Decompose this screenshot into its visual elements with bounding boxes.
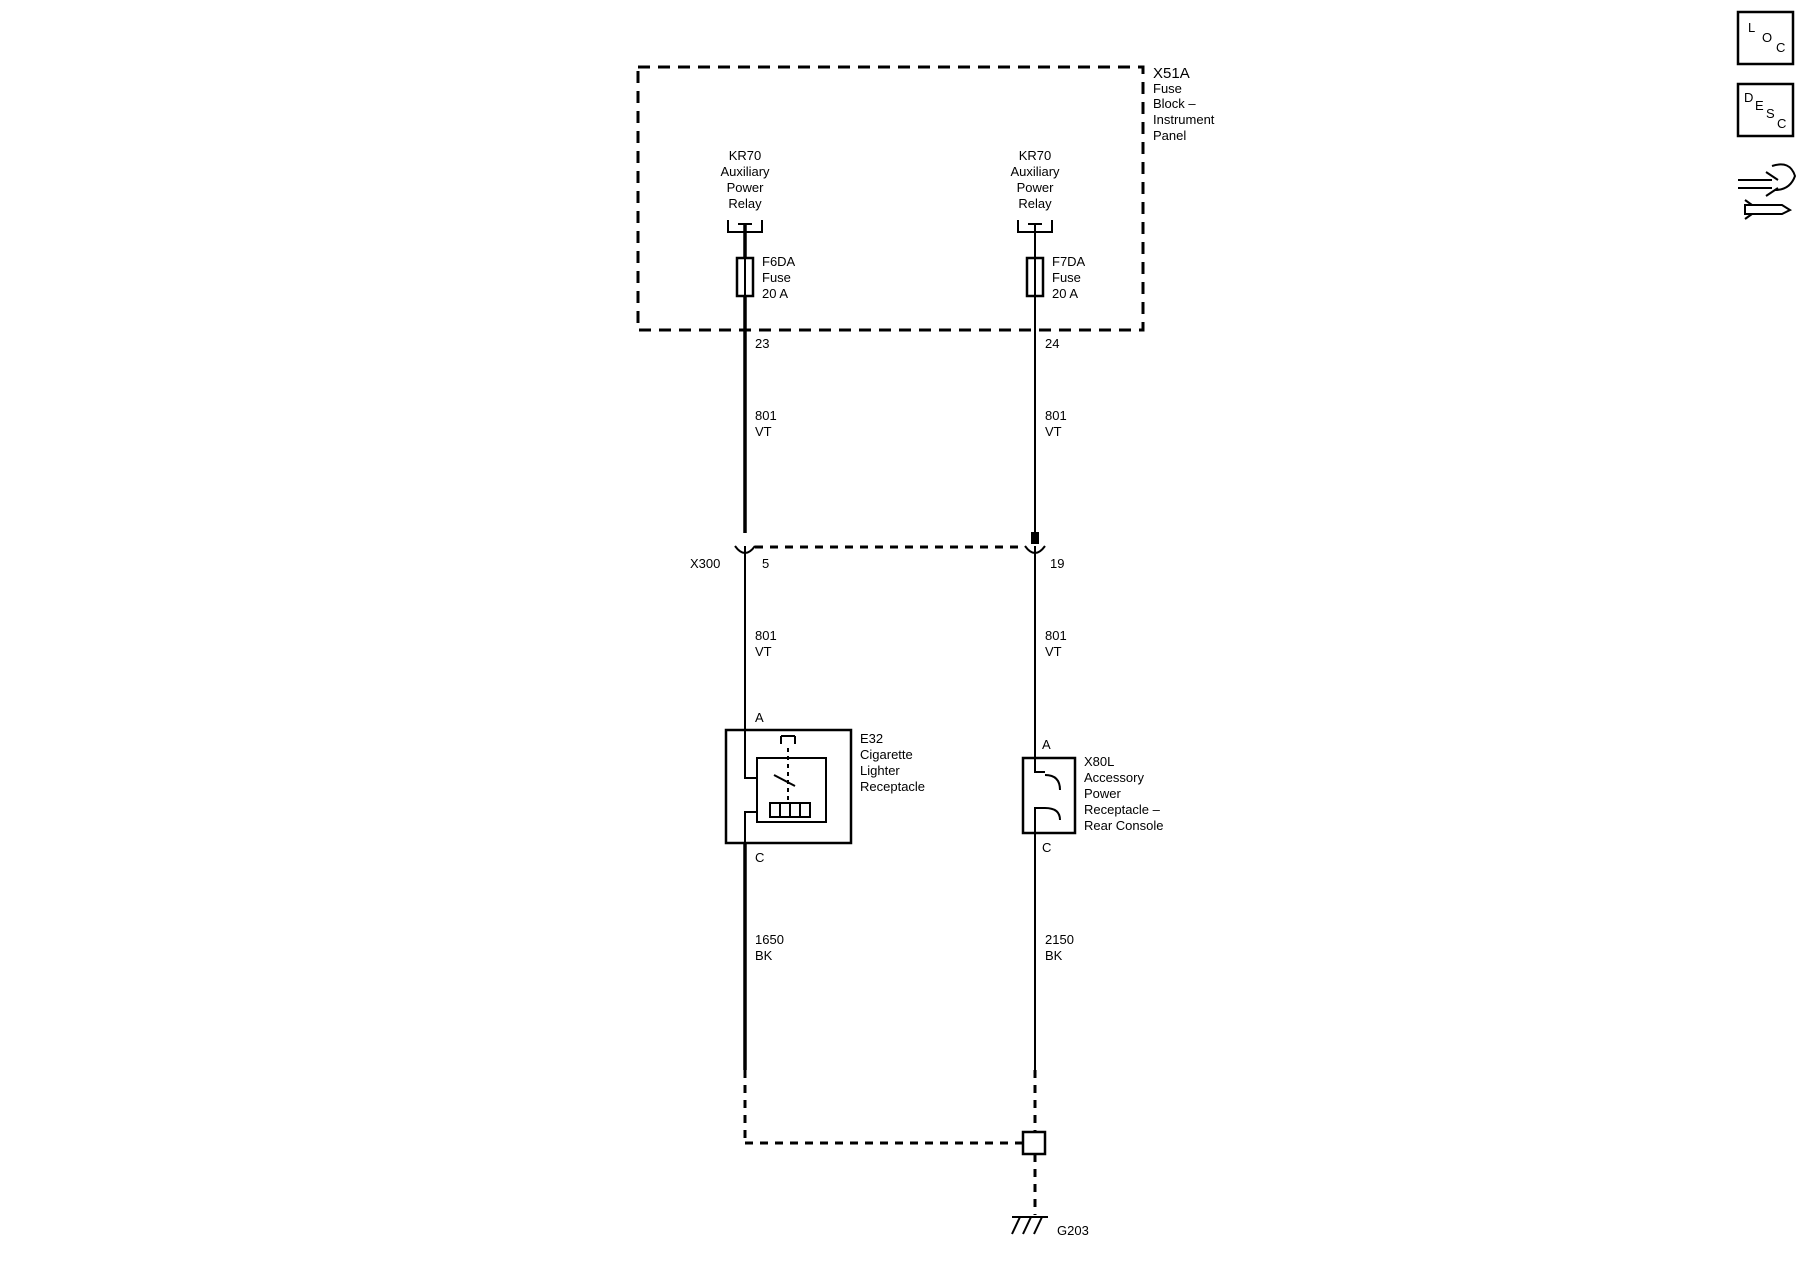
fuse-block-label: X51A Fuse Block – Instrument Panel <box>1153 65 1215 143</box>
left-relay-line3: Relay <box>728 196 762 211</box>
right-fuse-id: F7DA <box>1052 254 1086 269</box>
left-component-line2: Lighter <box>860 763 900 778</box>
left-relay-id: KR70 <box>729 148 762 163</box>
left-relay-label: KR70 Auxiliary Power Relay <box>720 148 770 211</box>
left-pin-c: C <box>755 850 764 865</box>
left-fuse-label: F6DA Fuse 20 A <box>762 254 796 301</box>
fuse-block-line4: Panel <box>1153 128 1186 143</box>
ground-splice-icon <box>1021 1130 1047 1156</box>
desc-letter-d: D <box>1744 90 1753 105</box>
loc-button[interactable]: L O C <box>1736 10 1795 66</box>
left-wire1-circuit: 801 <box>755 408 777 423</box>
left-wire2-color: VT <box>755 644 772 659</box>
ground-icon <box>1011 1216 1048 1235</box>
right-relay-id: KR70 <box>1019 148 1052 163</box>
left-wire1-color: VT <box>755 424 772 439</box>
right-wire1-color: VT <box>1045 424 1062 439</box>
loc-letter-c: C <box>1776 40 1785 55</box>
fuse-block-id: X51A <box>1153 65 1190 82</box>
right-wire3-color: BK <box>1045 948 1063 963</box>
right-component-label: X80L Accessory Power Receptacle – Rear C… <box>1084 754 1164 833</box>
left-wire3-color: BK <box>755 948 773 963</box>
fuse-block-line3: Instrument <box>1153 112 1215 127</box>
right-wire3-circuit: 2150 <box>1045 932 1074 947</box>
right-component-line4: Rear Console <box>1084 818 1164 833</box>
left-pin-a: A <box>755 710 764 725</box>
fuse-block-line2: Block – <box>1153 96 1196 111</box>
right-wire2-circuit: 801 <box>1045 628 1067 643</box>
left-relay-line2: Power <box>727 180 765 195</box>
right-pin-c: C <box>1042 840 1051 855</box>
right-relay-line3: Relay <box>1018 196 1052 211</box>
left-wire3-circuit: 1650 <box>755 932 784 947</box>
right-pin-a: A <box>1042 737 1051 752</box>
desc-letter-s: S <box>1766 106 1775 121</box>
right-fuse-rating: 20 A <box>1052 286 1078 301</box>
right-wire2-color: VT <box>1045 644 1062 659</box>
right-component-line1: Accessory <box>1084 770 1144 785</box>
desc-button[interactable]: D E S C <box>1736 82 1795 138</box>
right-relay-label: KR70 Auxiliary Power Relay <box>1010 148 1060 211</box>
left-fuse-id: F6DA <box>762 254 796 269</box>
cigarette-lighter-icon <box>724 728 853 845</box>
loc-letter-o: O <box>1762 30 1772 45</box>
left-component-label: E32 Cigarette Lighter Receptacle <box>860 731 925 794</box>
right-connector-terminal-icon <box>1031 532 1039 544</box>
right-circuit: KR70 Auxiliary Power Relay F7DA Fuse 20 … <box>1010 148 1164 1070</box>
left-fuse-type: Fuse <box>762 270 791 285</box>
right-relay-line2: Power <box>1017 180 1055 195</box>
connector-id: X300 <box>690 556 720 571</box>
desc-letter-e: E <box>1755 98 1764 113</box>
left-circuit: KR70 Auxiliary Power Relay F6DA Fuse 20 … <box>720 148 925 1070</box>
desc-letter-c: C <box>1777 116 1786 131</box>
right-component-line2: Power <box>1084 786 1122 801</box>
left-wire2-circuit: 801 <box>755 628 777 643</box>
right-cavity-number: 24 <box>1045 336 1059 351</box>
fuse-block-line1: Fuse <box>1153 81 1182 96</box>
accessory-receptacle-icon <box>1021 756 1077 835</box>
right-connector-pin: 19 <box>1050 556 1064 571</box>
left-component-id: E32 <box>860 731 883 746</box>
fuse-block-boundary <box>636 65 1145 332</box>
left-fuse-rating: 20 A <box>762 286 788 301</box>
right-component-id: X80L <box>1084 754 1114 769</box>
loc-letter-l: L <box>1748 20 1755 35</box>
left-connector-pin: 5 <box>762 556 769 571</box>
right-component-line3: Receptacle – <box>1084 802 1161 817</box>
right-wire1-circuit: 801 <box>1045 408 1067 423</box>
right-fuse-label: F7DA Fuse 20 A <box>1052 254 1086 301</box>
right-fuse-type: Fuse <box>1052 270 1081 285</box>
connector-repair-icon[interactable] <box>1738 163 1797 220</box>
left-component-line1: Cigarette <box>860 747 913 762</box>
left-relay-line1: Auxiliary <box>720 164 770 179</box>
left-component-line3: Receptacle <box>860 779 925 794</box>
ground-id: G203 <box>1057 1223 1089 1238</box>
right-relay-line1: Auxiliary <box>1010 164 1060 179</box>
left-cavity-number: 23 <box>755 336 769 351</box>
